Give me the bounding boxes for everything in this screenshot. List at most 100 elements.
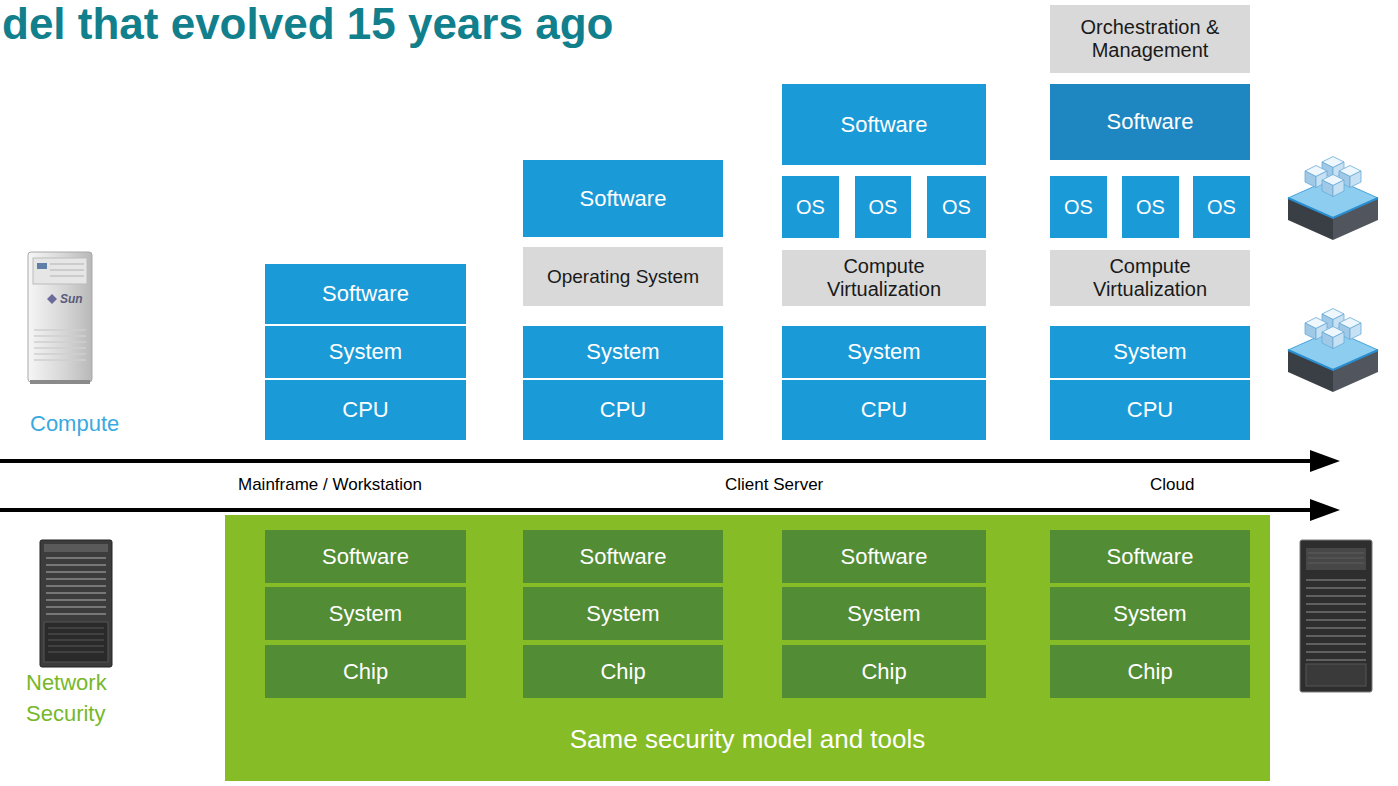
compute-layer-box: Software	[1050, 84, 1250, 160]
grill-lines	[1308, 553, 1364, 563]
line-cards	[46, 558, 106, 614]
fan-grill	[48, 628, 104, 652]
box-label: System	[586, 601, 659, 626]
network-layer-box: System	[523, 587, 723, 640]
compute-layer-box: CPU	[523, 380, 723, 440]
network-layer-box: System	[265, 587, 466, 640]
network-layer-box: System	[1050, 587, 1250, 640]
era-label: Client Server	[725, 475, 823, 495]
tower-foot	[30, 380, 90, 384]
box-label: Software	[322, 544, 409, 569]
network-layer-box: Software	[1050, 530, 1250, 583]
drive-bay	[33, 258, 87, 284]
front-display	[37, 263, 47, 269]
network-layer-box: Chip	[1050, 645, 1250, 698]
switch-chassis	[40, 540, 112, 667]
compute-layer-box: OS	[1193, 176, 1250, 238]
tower-case	[28, 252, 92, 382]
network-layer-box: Chip	[265, 645, 466, 698]
box-label: CPU	[1127, 397, 1173, 422]
box-label: Operating System	[547, 266, 699, 288]
slide-title: del that evolved 15 years ago	[2, 2, 613, 46]
virtual-host-icon	[1288, 309, 1378, 393]
software-layer-box: Operating System	[523, 247, 723, 306]
compute-layer-box: CPU	[782, 380, 986, 440]
network-layer-box: Software	[523, 530, 723, 583]
box-label: OS	[869, 196, 898, 219]
bay-slots	[50, 264, 84, 276]
box-label: Software	[1107, 544, 1194, 569]
box-label: System	[586, 339, 659, 364]
virtual-host-icon	[1288, 157, 1378, 241]
box-label: CPU	[600, 397, 646, 422]
box-label: Compute Virtualization	[785, 255, 983, 301]
box-label: Chip	[861, 659, 906, 684]
band-caption: Same security model and tools	[225, 725, 1270, 755]
chassis-slots	[1306, 580, 1366, 660]
chassis-grill	[1306, 548, 1366, 570]
box-label: OS	[1136, 196, 1165, 219]
network-layer-box: Chip	[782, 645, 986, 698]
section-label: Network Security	[26, 668, 146, 730]
box-label: CPU	[861, 397, 907, 422]
box-label: System	[847, 601, 920, 626]
logo-mark	[47, 294, 57, 304]
box-label: Chip	[600, 659, 645, 684]
era-label: Cloud	[1150, 475, 1194, 495]
compute-layer-box: System	[523, 326, 723, 378]
chassis-body	[1300, 540, 1372, 692]
box-label: System	[329, 601, 402, 626]
section-label: Compute	[30, 411, 119, 437]
software-layer-box: Orchestration & Management	[1050, 5, 1250, 73]
box-label: Compute Virtualization	[1053, 255, 1247, 301]
compute-layer-box: Software	[265, 264, 466, 324]
box-label: OS	[942, 196, 971, 219]
fan-tray	[44, 622, 108, 662]
compute-layer-box: System	[265, 326, 466, 378]
box-label: System	[1113, 601, 1186, 626]
box-label: System	[329, 339, 402, 364]
box-label: Software	[841, 544, 928, 569]
box-label: Software	[322, 281, 409, 306]
box-label: CPU	[342, 397, 388, 422]
box-label: Software	[580, 544, 667, 569]
box-label: Chip	[1127, 659, 1172, 684]
box-label: Software	[1107, 109, 1194, 134]
timeline-arrow-line	[0, 459, 1316, 463]
compute-layer-box: Software	[782, 84, 986, 165]
switch-vent	[44, 544, 108, 552]
compute-layer-box: System	[782, 326, 986, 378]
chassis-base	[1306, 664, 1366, 686]
brand-label: Sun	[60, 292, 83, 306]
box-label: Chip	[343, 659, 388, 684]
box-label: Orchestration & Management	[1053, 16, 1247, 62]
box-label: Software	[580, 186, 667, 211]
timeline-arrow	[0, 450, 1340, 472]
compute-layer-box: Software	[523, 160, 723, 237]
network-switch-icon	[40, 540, 112, 667]
box-label: System	[1113, 339, 1186, 364]
network-layer-box: Software	[782, 530, 986, 583]
box-label: OS	[796, 196, 825, 219]
compute-layer-box: OS	[782, 176, 839, 238]
compute-layer-box: CPU	[1050, 380, 1250, 440]
box-label: System	[847, 339, 920, 364]
network-layer-box: Software	[265, 530, 466, 583]
compute-layer-box: OS	[1122, 176, 1179, 238]
era-label: Mainframe / Workstation	[238, 475, 422, 495]
software-layer-box: Compute Virtualization	[782, 250, 986, 306]
box-label: Software	[841, 112, 928, 137]
network-chassis-icon	[1300, 540, 1372, 692]
compute-layer-box: OS	[855, 176, 911, 238]
arrow-head	[1310, 499, 1340, 521]
box-label: OS	[1207, 196, 1236, 219]
compute-layer-box: OS	[927, 176, 986, 238]
arrow-head	[1310, 450, 1340, 472]
compute-layer-box: CPU	[265, 380, 466, 440]
vent-grill	[34, 330, 86, 360]
network-layer-box: System	[782, 587, 986, 640]
compute-layer-box: System	[1050, 326, 1250, 378]
compute-layer-box: OS	[1050, 176, 1107, 238]
network-layer-box: Chip	[523, 645, 723, 698]
